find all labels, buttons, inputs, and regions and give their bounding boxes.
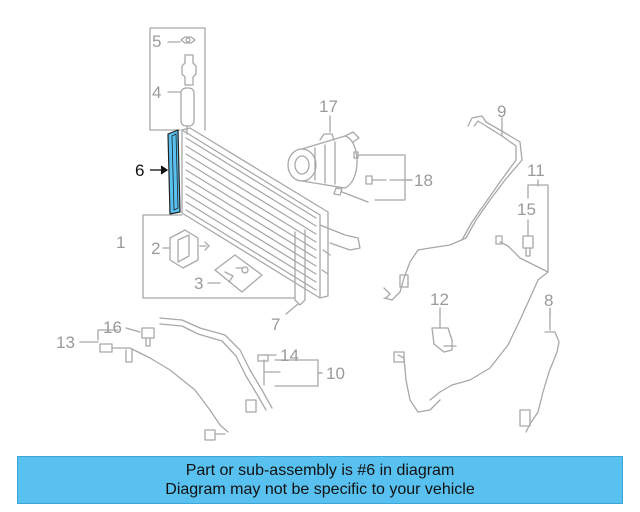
part-8-hose bbox=[519, 311, 560, 433]
callout-10: 10 bbox=[326, 364, 345, 383]
group-bracket-1 bbox=[142, 214, 296, 299]
part-18-bolts bbox=[333, 151, 413, 203]
part-16-switch bbox=[141, 327, 155, 347]
callout-15: 15 bbox=[517, 200, 536, 219]
callout-14: 14 bbox=[280, 346, 299, 365]
part-17-compressor bbox=[287, 131, 360, 189]
callout-4: 4 bbox=[152, 83, 161, 102]
part-10-hose bbox=[159, 317, 323, 413]
callout-7: 7 bbox=[271, 315, 280, 334]
callout-16: 16 bbox=[103, 318, 122, 337]
callout-5: 5 bbox=[152, 32, 161, 51]
leader-16 bbox=[125, 327, 141, 333]
banner-line-1: Part or sub-assembly is #6 in diagram bbox=[185, 462, 455, 479]
part-2-bracket bbox=[169, 229, 210, 269]
callout-1: 1 bbox=[116, 233, 125, 252]
callout-6: 6 bbox=[135, 161, 144, 180]
part-3-bracket bbox=[214, 254, 263, 293]
group-bracket-4-5 bbox=[149, 27, 206, 131]
part-11-hose bbox=[429, 184, 549, 401]
part-12-valve bbox=[431, 311, 457, 353]
callout-18: 18 bbox=[414, 171, 433, 190]
callout-13: 13 bbox=[56, 333, 75, 352]
part-4-drier bbox=[180, 54, 197, 135]
banner-line-2: Diagram may not be specific to your vehi… bbox=[165, 481, 475, 498]
part-5-fitting bbox=[180, 36, 196, 44]
callout-12: 12 bbox=[430, 290, 449, 309]
part-15-fitting bbox=[522, 219, 534, 257]
parts-diagram: 5 4 6 1 2 3 7 17 18 9 11 15 12 8 13 16 1… bbox=[56, 27, 560, 441]
callout-3: 3 bbox=[194, 274, 203, 293]
callout-2: 2 bbox=[151, 239, 160, 258]
callout-17: 17 bbox=[319, 97, 338, 116]
part-1-condenser bbox=[181, 127, 361, 306]
part-9-line bbox=[383, 115, 523, 301]
leader-7 bbox=[285, 303, 299, 315]
callout-11: 11 bbox=[527, 161, 545, 180]
callout-8: 8 bbox=[544, 291, 553, 310]
part-6-seal-highlight bbox=[167, 129, 181, 215]
callout-9: 9 bbox=[497, 102, 506, 121]
part-lower-right-hose bbox=[393, 351, 441, 413]
info-banner: Part or sub-assembly is #6 in diagram Di… bbox=[17, 456, 623, 504]
part-13-hose bbox=[97, 329, 229, 441]
leader-6 bbox=[150, 165, 169, 175]
